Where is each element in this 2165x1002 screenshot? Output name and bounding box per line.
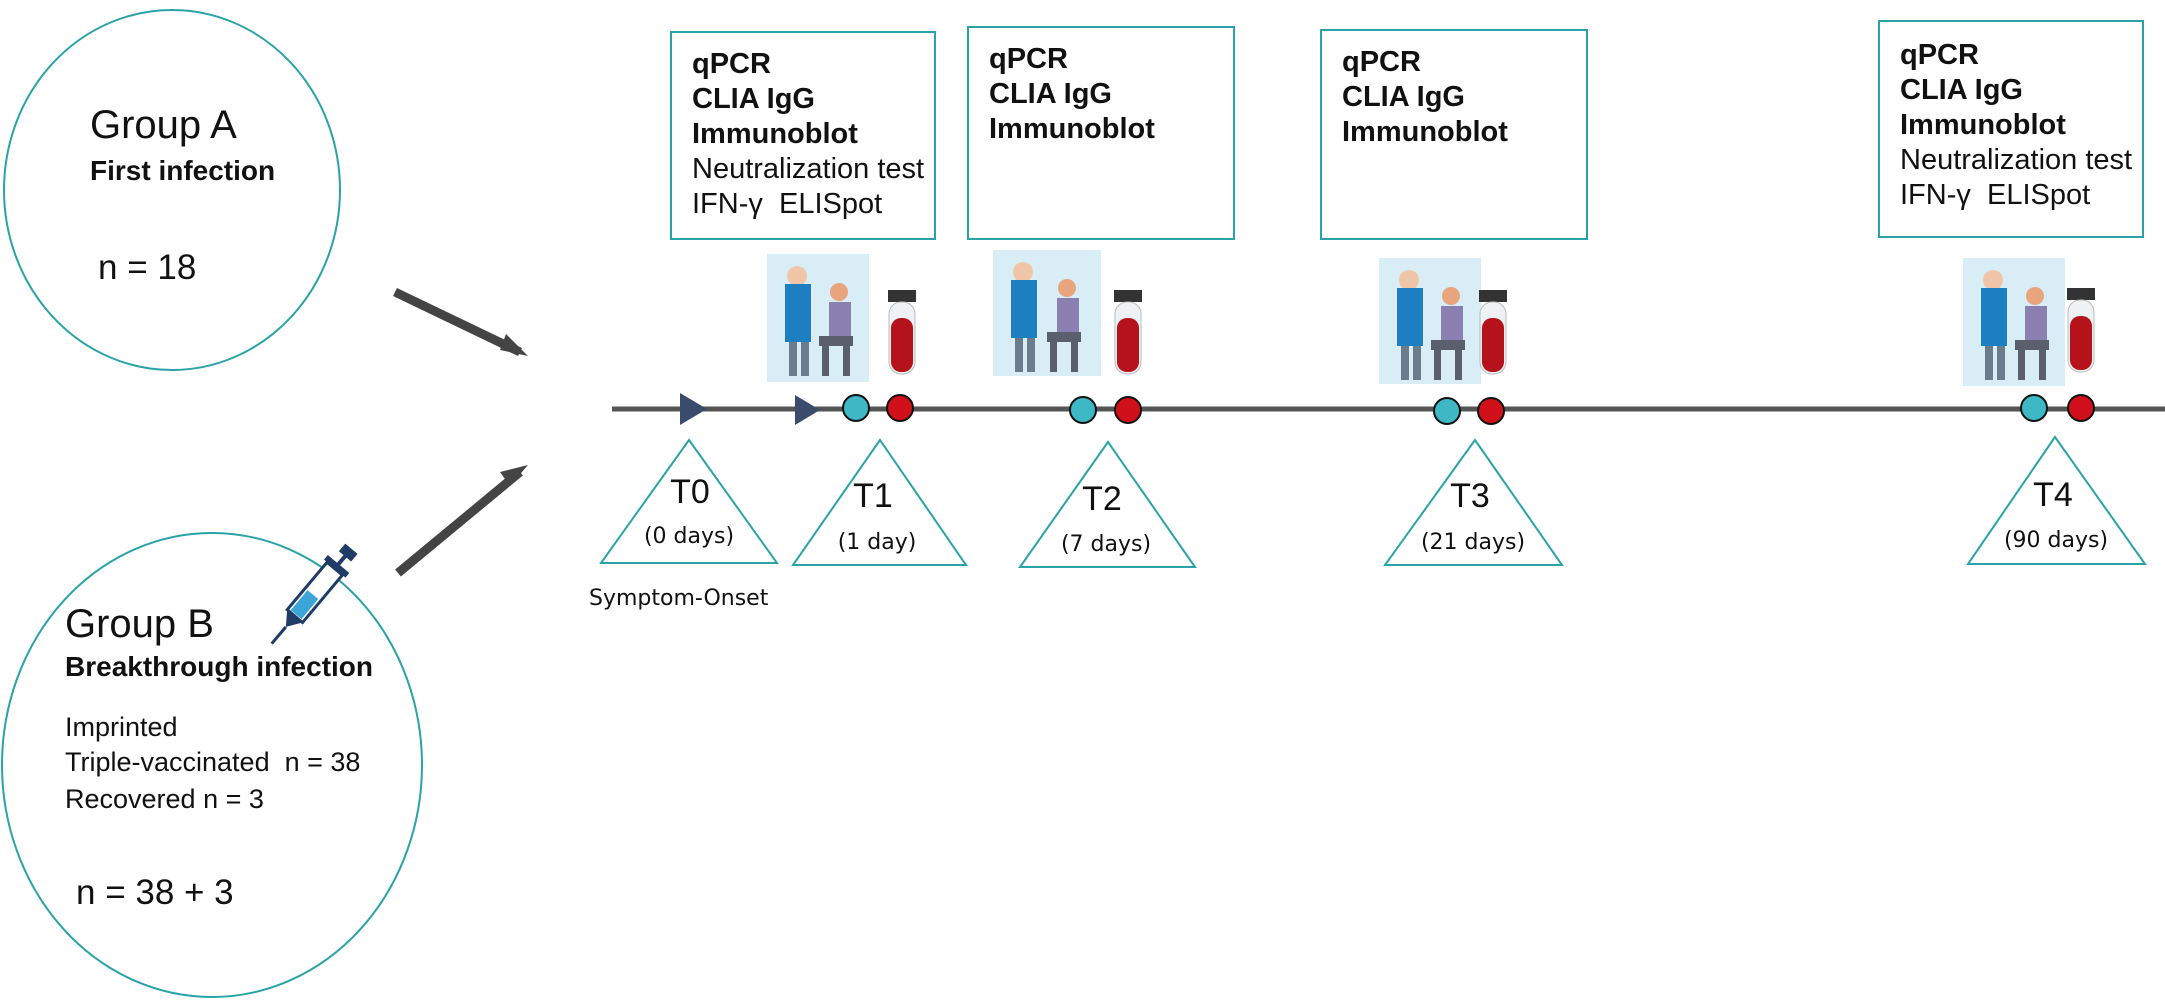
t3-triangle bbox=[1383, 438, 1564, 566]
test-clia-igg: CLIA IgG bbox=[989, 78, 1112, 110]
test-box-t4: qPCR CLIA IgG Immunoblot Neutralization … bbox=[1878, 20, 2144, 238]
timepoint-days-t0: (0 days) bbox=[643, 524, 735, 549]
test-elispot: IFN-γ ELISpot bbox=[1900, 179, 2091, 211]
test-immunoblot: Immunoblot bbox=[989, 113, 1155, 145]
test-qpcr: qPCR bbox=[1342, 46, 1421, 78]
blood-marker-t3 bbox=[1477, 397, 1505, 425]
blood-tube-t3 bbox=[1479, 290, 1507, 375]
arrow-group-b bbox=[395, 468, 523, 577]
swab-marker-t2 bbox=[1069, 396, 1097, 424]
group-b-line-imprinted: Imprinted bbox=[65, 712, 178, 742]
test-neutralization: Neutralization test bbox=[1900, 144, 2133, 176]
group-a-circle bbox=[3, 9, 341, 371]
test-clia-igg: CLIA IgG bbox=[1342, 81, 1465, 113]
blood-tube-t1 bbox=[888, 290, 916, 375]
test-immunoblot: Immunoblot bbox=[1900, 109, 2066, 141]
swab-marker-t1 bbox=[842, 394, 870, 422]
t1-triangle bbox=[791, 438, 968, 566]
group-b-title: Group B bbox=[65, 602, 214, 646]
arrow-head-b bbox=[500, 465, 528, 486]
test-box-t3: qPCR CLIA IgG Immunoblot bbox=[1320, 29, 1588, 240]
timepoint-days-t3: (21 days) bbox=[1420, 530, 1526, 555]
arrow-group-a bbox=[393, 287, 522, 357]
group-b-line-triple-vaccinated: Triple-vaccinated n = 38 bbox=[65, 747, 361, 777]
onset-marker-2 bbox=[795, 395, 820, 425]
test-qpcr: qPCR bbox=[989, 43, 1068, 75]
onset-marker-1 bbox=[680, 393, 707, 425]
test-box-t1: qPCR CLIA IgG Immunoblot Neutralization … bbox=[670, 31, 936, 240]
timepoint-days-t4: (90 days) bbox=[2003, 528, 2109, 553]
arrow-head-a bbox=[500, 334, 528, 356]
test-elispot: IFN-γ ELISpot bbox=[692, 188, 883, 220]
test-neutralization: Neutralization test bbox=[692, 153, 925, 185]
test-clia-igg: CLIA IgG bbox=[692, 83, 815, 115]
timepoint-days-t1: (1 day) bbox=[837, 530, 917, 555]
blood-tube-t2 bbox=[1114, 290, 1142, 375]
test-box-t2: qPCR CLIA IgG Immunoblot bbox=[967, 26, 1235, 240]
group-b-subtitle: Breakthrough infection bbox=[65, 651, 374, 682]
test-qpcr: qPCR bbox=[1900, 39, 1979, 71]
blood-marker-t4 bbox=[2067, 394, 2095, 422]
group-b-circle bbox=[1, 532, 423, 998]
swab-marker-t3 bbox=[1433, 397, 1461, 425]
test-qpcr: qPCR bbox=[692, 48, 771, 80]
swab-marker-t4 bbox=[2020, 394, 2048, 422]
swab-illustration-t2 bbox=[993, 250, 1101, 376]
timepoint-label-t4: T4 bbox=[2033, 476, 2073, 514]
timepoint-label-t3: T3 bbox=[1450, 477, 1490, 515]
swab-illustration-t4 bbox=[1963, 258, 2065, 386]
timepoint-label-t0: T0 bbox=[670, 473, 710, 511]
test-immunoblot: Immunoblot bbox=[1342, 116, 1508, 148]
blood-marker-t1 bbox=[886, 394, 914, 422]
symptom-onset-label: Symptom-Onset bbox=[589, 586, 769, 611]
group-a-count: n = 18 bbox=[98, 248, 197, 287]
group-a-title: Group A bbox=[90, 103, 237, 147]
blood-marker-t2 bbox=[1114, 396, 1142, 424]
timepoint-label-t1: T1 bbox=[853, 477, 893, 515]
swab-illustration-t3 bbox=[1379, 258, 1481, 384]
test-immunoblot: Immunoblot bbox=[692, 118, 858, 150]
t0-triangle bbox=[599, 438, 779, 564]
timepoint-days-t2: (7 days) bbox=[1060, 532, 1152, 557]
t2-triangle bbox=[1018, 440, 1197, 568]
swab-illustration-t1 bbox=[767, 254, 869, 382]
blood-tube-t4 bbox=[2067, 288, 2095, 373]
syringe-icon bbox=[270, 543, 358, 645]
timepoint-label-t2: T2 bbox=[1082, 480, 1122, 518]
group-b-count: n = 38 + 3 bbox=[76, 873, 234, 912]
test-clia-igg: CLIA IgG bbox=[1900, 74, 2023, 106]
group-b-line-recovered: Recovered n = 3 bbox=[65, 784, 264, 814]
group-a-subtitle: First infection bbox=[90, 155, 276, 186]
t4-triangle bbox=[1966, 435, 2147, 565]
